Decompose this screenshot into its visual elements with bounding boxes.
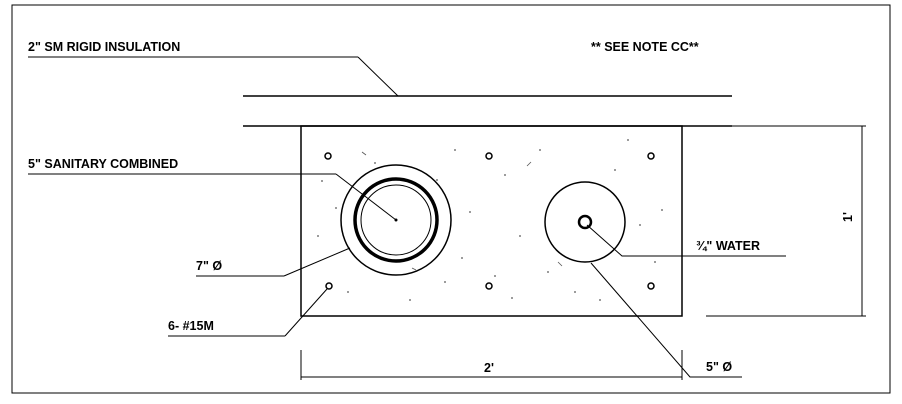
rebar-label: 6- #15M	[168, 319, 214, 333]
rebar-dot	[647, 282, 655, 290]
sanitary-pipe-circle	[353, 177, 439, 263]
width-label: 2'	[484, 361, 494, 375]
drawing-border	[11, 4, 891, 394]
small-dia-leader: 5" Ø	[590, 262, 742, 378]
height-label: 1'	[841, 212, 855, 222]
height-dimension: 1'	[682, 125, 866, 317]
sleeve-outer-circle	[340, 164, 452, 276]
water-pipe-circle	[577, 214, 593, 230]
rebar-dot	[325, 282, 333, 290]
small-dia-label: 5" Ø	[706, 360, 732, 374]
sanitary-sleeve	[340, 164, 452, 276]
rebar-dot	[647, 152, 655, 160]
large-dia-leader: 7" Ø	[196, 247, 351, 277]
large-dia-label: 7" Ø	[196, 259, 222, 273]
water-leader: ¾" WATER	[586, 224, 786, 257]
sanitary-label: 5" SANITARY COMBINED	[28, 157, 178, 171]
sanitary-leader: 5" SANITARY COMBINED	[28, 157, 397, 221]
rebar-dots	[324, 152, 655, 290]
water-sleeve	[544, 181, 626, 263]
rebar-dot	[324, 152, 332, 160]
rebar-dot	[485, 152, 493, 160]
insulation-label: 2" SM RIGID INSULATION	[28, 40, 180, 54]
rebar-leader: 6- #15M	[168, 288, 328, 337]
insulation-leader: 2" SM RIGID INSULATION	[28, 40, 399, 97]
rebar-dot	[485, 282, 493, 290]
sanitary-pipe-inner-circle	[360, 184, 432, 256]
concrete-block	[300, 125, 683, 317]
note-label: ** SEE NOTE CC**	[591, 40, 699, 54]
water-label: ¾" WATER	[696, 239, 760, 253]
water-sleeve-circle	[544, 181, 626, 263]
width-dimension: 2'	[300, 350, 683, 380]
concrete-texture	[317, 139, 663, 301]
